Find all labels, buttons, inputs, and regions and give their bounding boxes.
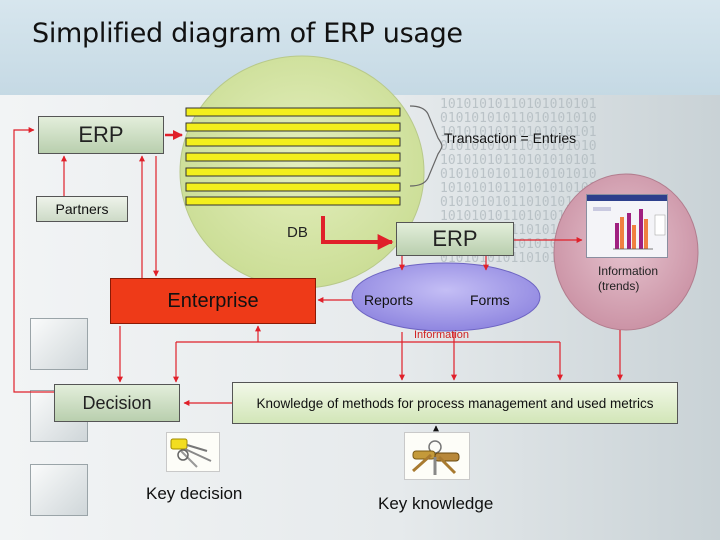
keys-icon <box>170 438 212 468</box>
bar-chart-icon <box>587 195 667 250</box>
forms-label: Forms <box>470 292 510 308</box>
key-decision-label: Key decision <box>146 484 243 503</box>
enterprise-box: Enterprise <box>110 278 316 324</box>
erp-top-label: ERP <box>78 122 124 147</box>
partners-box: Partners <box>36 196 128 222</box>
enterprise-label: Enterprise <box>167 289 259 312</box>
decision-label: Decision <box>82 392 152 413</box>
title-band: Simplified diagram of ERP usage <box>0 0 720 95</box>
information-trends-label: Information (trends) <box>598 264 659 293</box>
decor-square <box>30 464 88 516</box>
key-bunch-photo <box>404 432 470 480</box>
key-knowledge-label: Key knowledge <box>378 494 494 513</box>
erp-middle-label: ERP <box>432 226 478 251</box>
partners-label: Partners <box>55 201 109 217</box>
knowledge-box: Knowledge of methods for process managem… <box>232 382 678 424</box>
reports-label: Reports <box>364 292 414 308</box>
key-bunch-icon <box>412 440 460 475</box>
transaction-label: Transaction = Entries <box>444 130 577 146</box>
decor-square <box>30 318 88 370</box>
bar-chart-thumbnail <box>586 194 668 258</box>
erp-top-box: ERP <box>38 116 164 154</box>
decision-box: Decision <box>54 384 180 422</box>
information-label: Information <box>414 329 470 341</box>
db-label: DB <box>287 224 308 241</box>
erp-middle-box: ERP <box>396 222 514 256</box>
keys-photo <box>166 432 220 472</box>
knowledge-label: Knowledge of methods for process managem… <box>256 395 654 411</box>
slide-title: Simplified diagram of ERP usage <box>32 18 463 49</box>
